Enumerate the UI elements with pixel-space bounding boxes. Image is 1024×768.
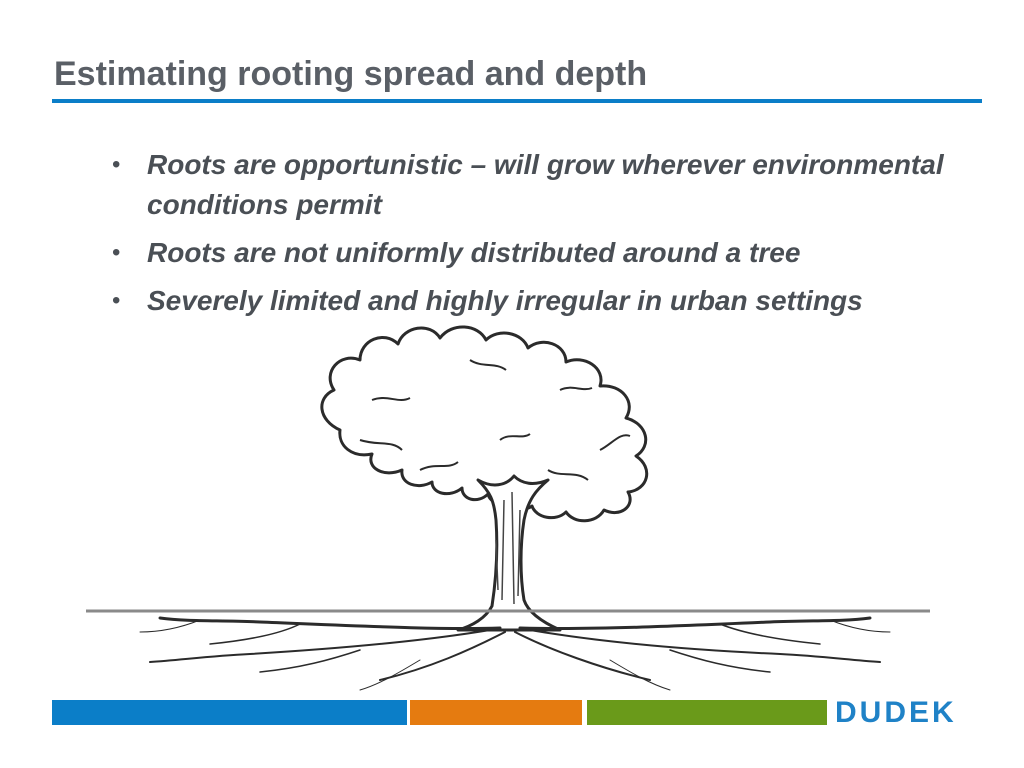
bullet-text: Roots are not uniformly distributed arou… <box>147 237 801 268</box>
bullet-text: Roots are opportunistic – will grow wher… <box>147 149 944 220</box>
footer-bar-blue <box>52 700 407 725</box>
bullet-icon: • <box>112 151 121 178</box>
bullet-item: • Roots are not uniformly distributed ar… <box>112 233 962 273</box>
tree-roots <box>139 616 891 691</box>
bullet-icon: • <box>112 287 121 314</box>
title-underline <box>52 99 982 103</box>
bullet-item: • Severely limited and highly irregular … <box>112 281 962 321</box>
tree-canopy <box>320 325 649 523</box>
bullet-icon: • <box>112 239 121 266</box>
trunk-bark <box>495 491 521 605</box>
footer-bar-orange <box>410 700 582 725</box>
dudek-logo: DUDEK <box>835 696 957 729</box>
bullet-item: • Roots are opportunistic – will grow wh… <box>112 145 962 225</box>
bullet-text: Severely limited and highly irregular in… <box>147 285 863 316</box>
footer-bar-green <box>587 700 827 725</box>
slide-title: Estimating rooting spread and depth <box>54 55 648 93</box>
bullet-list: • Roots are opportunistic – will grow wh… <box>112 145 962 329</box>
canopy-detail <box>359 359 631 481</box>
